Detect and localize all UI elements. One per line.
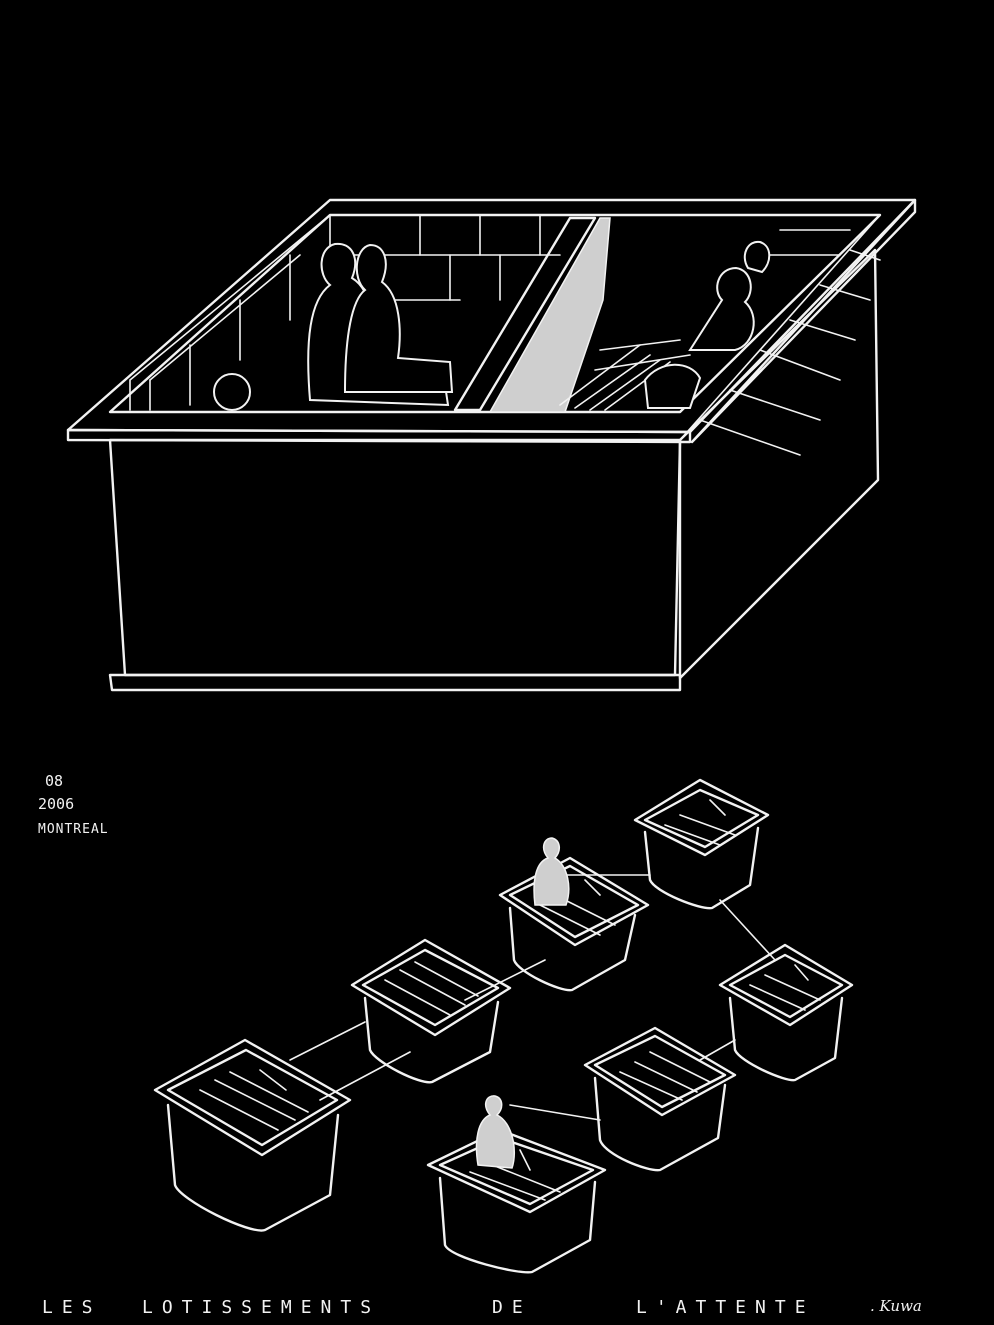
signature: . Kuwa (870, 1297, 922, 1315)
large-box-illustration (66, 198, 917, 692)
city-label: MONTREAL (38, 822, 109, 837)
date-number: 08 (45, 772, 64, 790)
caption-word-attente: L'ATTENTE (636, 1297, 815, 1318)
bins-illustration (153, 778, 854, 1274)
bin-7 (426, 1095, 607, 1274)
caption-word-de: DE (492, 1297, 532, 1318)
caption-word-lotissements: LOTISSEMENTS (142, 1297, 381, 1318)
bin-5 (718, 943, 854, 1082)
bin-3 (498, 837, 650, 992)
bin-1 (153, 1038, 352, 1232)
bin-4 (633, 778, 770, 910)
caption-word-les: LES (42, 1297, 102, 1318)
bin-6 (583, 1026, 737, 1172)
year-label: 2006 (38, 795, 75, 813)
bin-2 (350, 938, 512, 1084)
